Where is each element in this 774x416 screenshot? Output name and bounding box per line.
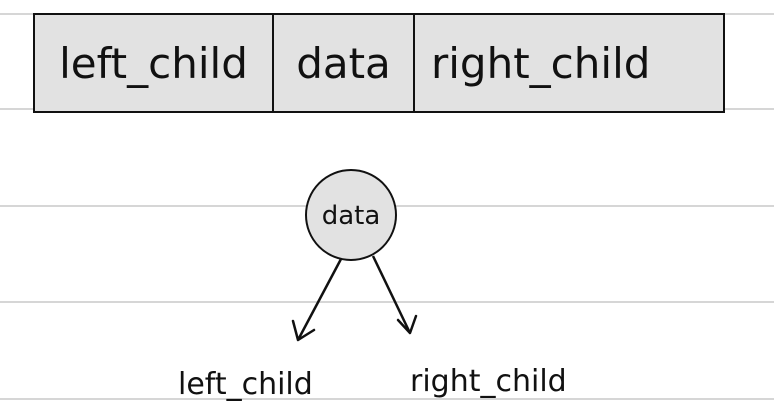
data-field: data [274,15,415,111]
ruled-line [0,301,774,303]
root-node [305,169,397,261]
right-arrowhead [396,314,418,335]
root-node-label: data [322,201,381,231]
right-child-field: right_child [431,38,651,88]
right-edge [371,255,412,334]
node-structure-table: left_child data right_child [33,13,725,113]
left-arrowhead [291,319,316,342]
left-child-field: left_child [35,15,274,111]
right-child-label: right_child [410,364,567,399]
ruled-line [0,398,774,400]
left-edge [296,258,343,341]
left-child-label: left_child [178,367,313,402]
